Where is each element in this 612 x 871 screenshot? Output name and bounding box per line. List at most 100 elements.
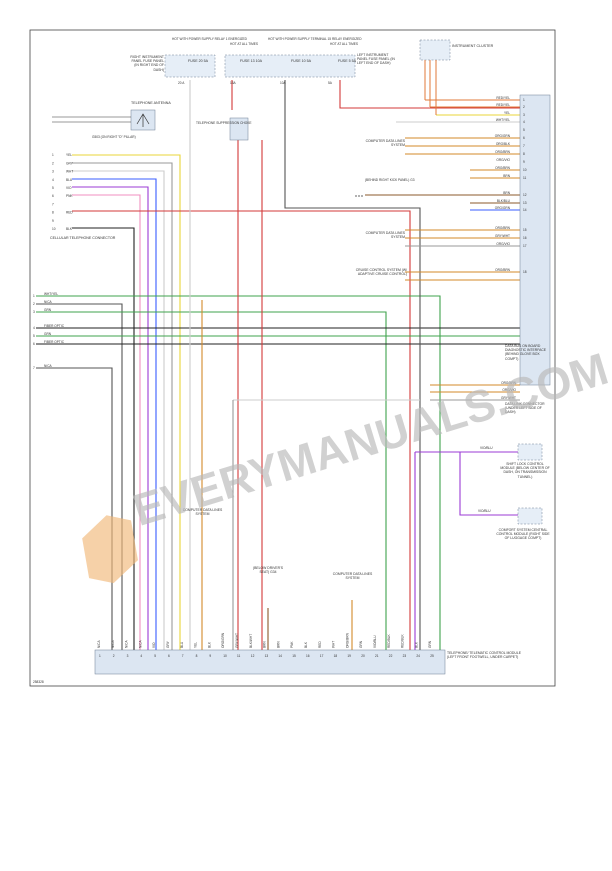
right-pin-number: 17: [523, 244, 527, 248]
suppression-choke: TELEPHONE SUPPRESSION CHOKE: [196, 117, 251, 141]
right-pin-number: 15: [523, 228, 527, 232]
bottom-pin-number: 5: [154, 654, 156, 658]
computer-data-lines-label-3: COMPUTER DATA LINES SYSTEM: [182, 508, 223, 517]
left-input-number: 1: [33, 294, 35, 298]
cdl-4-wrap: COMPUTER DATA LINES SYSTEM: [333, 572, 372, 580]
right-pin-number: 7: [523, 144, 525, 148]
bottom-pin-wire-label: BRN: [263, 641, 267, 648]
fuse-20-pin: 20 A: [178, 81, 185, 85]
wire-vioblu-2: [459, 452, 518, 516]
antenna-coax: [52, 116, 131, 123]
bottom-pin-wire-label: ORG/GRN: [221, 632, 225, 648]
right-wire-label: ORG/VIO: [496, 242, 510, 246]
computer-data-lines-label-2: COMPUTER DATA LINES SYSTEM: [365, 231, 405, 240]
relay-fuse-mid-label: HOT WITH POWER SUPPLY TERMINAL 15 RELAY …: [268, 37, 362, 41]
fuse-panel-left-caption-wrap: LEFT INSTRUMENT PANEL FUSE PANEL (IN LEF…: [357, 53, 395, 66]
data-bus-connector: [519, 94, 551, 386]
cell-pin-number: 3: [52, 170, 54, 174]
bottom-pin-number: 2: [113, 654, 115, 658]
watermark-text: EVERYMANUALS.COM: [127, 343, 612, 536]
cell-pin-number: 7: [52, 202, 54, 206]
computer-data-lines-label-1: COMPUTER DATA LINES SYSTEM: [365, 139, 405, 148]
bottom-pin-number: 18: [334, 654, 338, 658]
bottom-pin-number: 12: [251, 654, 255, 658]
g503-label: G503 (ON RIGHT "D" PILLAR): [92, 135, 136, 139]
left-input-number: 7: [33, 366, 35, 370]
bottom-pin-number: 6: [168, 654, 170, 658]
data-bus-wrap: DATA BUS ON BOARD DIAGNOSTIC INTERFACE (…: [505, 344, 546, 361]
shift-lock-wire-label: VIO/BLU: [480, 446, 493, 450]
left-input-label: FIBER OPTIC: [44, 324, 65, 328]
bottom-pin-wire-label: BLK: [414, 641, 418, 648]
fuse-13-label: FUSE 13 10A: [240, 59, 263, 63]
bottom-pin-labels: N/CA1N/CA2N/CA3N/CA4VIO5GRY6BLU7YEL8BLK9…: [97, 632, 434, 658]
bottom-pin-wire-label: GRN: [428, 640, 432, 648]
right-wire-label: RED/YEL: [496, 96, 510, 100]
cell-pin-wire-label: GRY: [66, 161, 74, 165]
bottom-pin-wire-label: BRN: [276, 641, 280, 648]
left-input-label: FIBER OPTIC: [44, 340, 65, 344]
cell-pin-number: 9: [52, 219, 54, 223]
wire-red: [72, 210, 411, 650]
right-wire-label: GRY/WHT: [495, 234, 510, 238]
right-pin-number: 12: [523, 193, 527, 197]
wire-pnk: [72, 194, 141, 650]
left-input-label: GRN: [44, 332, 52, 336]
right-wire-label: ORG/GRN: [495, 134, 511, 138]
right-pin-number: 14: [523, 208, 527, 212]
fuse-panel-right-box: [164, 54, 216, 78]
fuse-panel-left-caption: LEFT INSTRUMENT PANEL FUSE PANEL (IN LEF…: [357, 53, 395, 66]
instrument-cluster-label: INSTRUMENT CLUSTER: [452, 44, 494, 48]
comfort-box: [517, 507, 543, 525]
right-wire-label: BRN: [503, 174, 510, 178]
wire-blk: [72, 227, 135, 650]
left-input-label: N/CA: [44, 300, 52, 304]
cell-pin-number: 1: [52, 153, 54, 157]
left-input-label: WHT/YEL: [44, 292, 58, 296]
bottom-pin-wire-label: PNK: [290, 641, 294, 648]
wire-wht: [72, 170, 165, 650]
choke-label: TELEPHONE SUPPRESSION CHOKE: [196, 121, 251, 125]
cell-pin-number: 8: [52, 211, 54, 215]
bottom-pin-wire-label: N/CA: [111, 640, 115, 648]
bottom-pin-number: 10: [223, 654, 227, 658]
bottom-pin-wire-label: VIO/BLU: [373, 635, 377, 648]
bottom-pin-number: 15: [292, 654, 296, 658]
cell-pin-wire-label: RED: [66, 211, 73, 215]
wire-red-feed: [339, 80, 520, 109]
right-pin-number: 2: [523, 105, 525, 109]
right-pin-number: 5: [523, 128, 525, 132]
bottom-pin-wire-label: N/CA: [125, 640, 129, 648]
bottom-pin-wire-label: WHT: [332, 641, 336, 648]
bottom-pin-wire-label: N/CA: [97, 640, 101, 648]
bottom-pin-number: 24: [416, 654, 420, 658]
right-wire-label: YEL: [504, 111, 510, 115]
driver-seat-wrap: (BELOW DRIVER'S SEAT) G34: [253, 566, 283, 574]
diagram-id: 258328: [33, 680, 44, 684]
data-link-label: DATA LINK CONNECTOR (UNDER LEFT SIDE OF …: [505, 402, 545, 415]
shift-lock-box: [517, 443, 543, 461]
wire-grn-1: [36, 295, 441, 650]
fuse-area: HOT WITH POWER SUPPLY RELAY 1 ENERGIZED …: [130, 37, 395, 85]
right-pin-number: 9: [523, 160, 525, 164]
bottom-pin-wire-label: YEL: [194, 642, 198, 648]
wire-blu-feed: [284, 80, 421, 650]
hot-at-all-times-label-1: HOT AT ALL TIMES: [230, 42, 258, 46]
cell-pin-number: 6: [52, 194, 54, 198]
fuse-5-label: FUSE 5 5A: [338, 59, 357, 63]
left-input-number: 6: [33, 342, 35, 346]
wire-nca-1: [36, 303, 123, 650]
bottom-pin-wire-label: RED/BLK: [401, 633, 405, 648]
bottom-pin-number: 11: [237, 654, 241, 658]
antenna-icon: [136, 113, 150, 127]
cell-pin-wire-label: PNK: [66, 194, 73, 198]
cruise-wrap: CRUISE CONTROL SYSTEM (W/ ADAPTIVE CRUIS…: [356, 268, 407, 276]
bottom-pin-number: 13: [265, 654, 269, 658]
bottom-pin-wire-label: GRN: [359, 640, 363, 648]
data-link-wrap: DATA LINK CONNECTOR (UNDER LEFT SIDE OF …: [505, 402, 545, 415]
right-wire-label: ORG/BRN: [495, 268, 511, 272]
right-pin-number: 4: [523, 120, 525, 124]
